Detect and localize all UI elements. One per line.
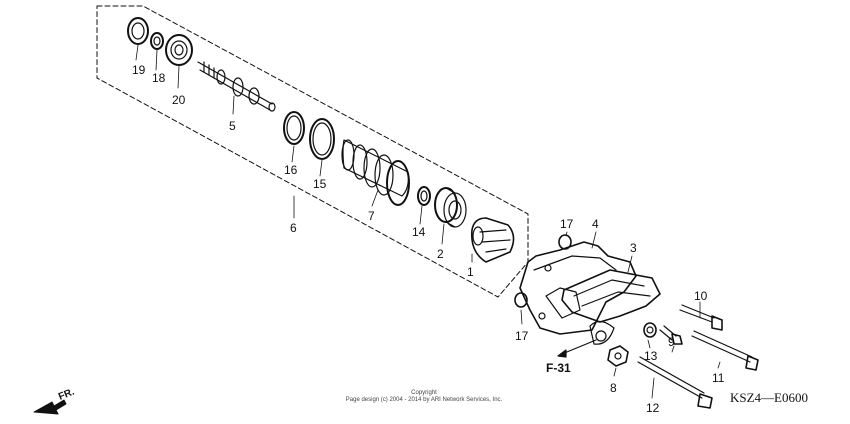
reference-figure-label: F-31 — [546, 361, 571, 375]
bolt-part-12[interactable] — [637, 356, 713, 409]
o-ring-part-16[interactable] — [283, 111, 305, 145]
bolt-part-10[interactable] — [679, 304, 723, 331]
callout-3: 3 — [630, 241, 637, 255]
callout-12: 12 — [646, 401, 660, 415]
callout-13: 13 — [644, 349, 658, 363]
callout-16: 16 — [284, 163, 298, 177]
callout-11: 11 — [712, 371, 725, 385]
bearing-part-20[interactable] — [165, 34, 193, 66]
front-direction-label: FR. — [57, 386, 76, 402]
shaft-part-5[interactable] — [197, 61, 276, 112]
diagram-code: KSZ4—E0600 — [730, 390, 808, 405]
callout-14: 14 — [412, 225, 426, 239]
circlip-part-18[interactable] — [150, 32, 164, 50]
callout-4: 4 — [592, 217, 599, 231]
ring-part-14[interactable] — [417, 186, 431, 206]
callout-15: 15 — [313, 177, 327, 191]
bolt-part-11[interactable] — [691, 330, 759, 371]
collar-part-17-upper[interactable] — [558, 234, 572, 250]
callout-10: 10 — [694, 289, 708, 303]
callout-6: 6 — [290, 221, 297, 235]
callout-7: 7 — [368, 209, 375, 223]
reference-arrow — [557, 339, 597, 358]
callout-17-upper: 17 — [560, 217, 574, 231]
callout-9: 9 — [668, 335, 675, 349]
case-part-3[interactable] — [561, 269, 661, 345]
callout-5: 5 — [229, 119, 236, 133]
leader-lines — [135, 44, 721, 399]
callout-19: 19 — [132, 63, 146, 77]
callout-2: 2 — [437, 247, 444, 261]
callout-20: 20 — [172, 93, 186, 107]
o-ring-part-15[interactable] — [309, 118, 335, 160]
boot-part-7[interactable] — [341, 139, 410, 206]
seal-part-19[interactable] — [127, 17, 149, 45]
collar-part-2[interactable] — [434, 187, 467, 228]
callout-1: 1 — [467, 265, 474, 279]
copyright-line-2: Page design (c) 2004 - 2014 by ARI Netwo… — [346, 397, 503, 403]
joint-part-1[interactable] — [470, 217, 515, 263]
nut-part-8[interactable] — [607, 345, 629, 367]
bolt-part-9[interactable] — [659, 325, 683, 345]
collar-part-17-lower[interactable] — [514, 292, 528, 308]
callout-17-lower: 17 — [515, 329, 529, 343]
front-direction-arrow — [33, 399, 67, 415]
washer-part-13[interactable] — [643, 322, 657, 338]
copyright-line-1: Copyright — [411, 390, 437, 396]
callout-18: 18 — [152, 71, 166, 85]
callout-8: 8 — [610, 381, 617, 395]
housing-part-4[interactable] — [519, 241, 637, 335]
